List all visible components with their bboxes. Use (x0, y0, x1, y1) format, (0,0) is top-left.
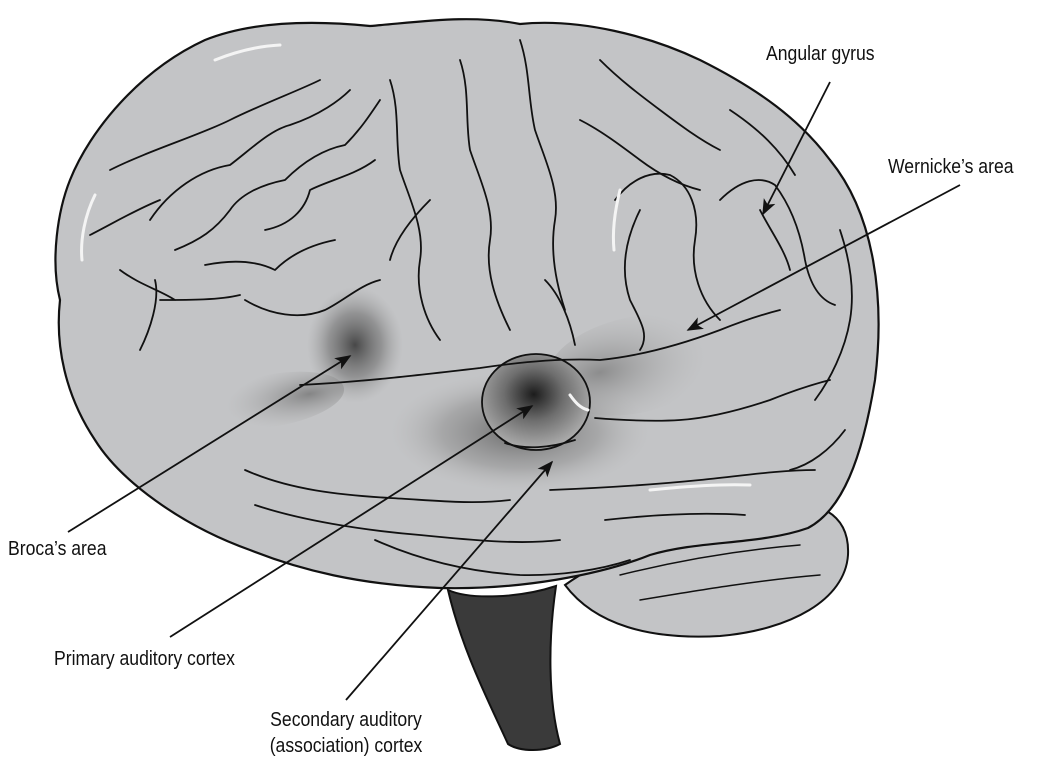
callout-lines (67, 81, 961, 701)
arrow-primary-auditory (169, 405, 534, 638)
arrow-wernicke (686, 184, 961, 331)
cerebrum (54, 18, 880, 590)
arrow-angular-gyrus (762, 81, 831, 216)
arrow-secondary-auditory (345, 460, 554, 701)
label-secondary-auditory-line1: Secondary auditory (270, 709, 422, 731)
label-broca-area: Broca’s area (8, 538, 107, 560)
arrow-broca (67, 355, 352, 533)
broca-shading (307, 287, 403, 403)
brain-folds (89, 39, 853, 601)
label-angular-gyrus: Angular gyrus (766, 43, 875, 65)
primary-auditory-shading (481, 353, 591, 451)
broca-tail-shading (205, 371, 345, 429)
brainstem (446, 584, 562, 751)
label-wernicke-area: Wernicke’s area (888, 156, 1014, 178)
label-secondary-auditory-line2: (association) cortex (269, 735, 423, 757)
highlights (80, 43, 752, 492)
label-primary-auditory-cortex: Primary auditory cortex (54, 648, 235, 670)
wernicke-shading (546, 314, 724, 416)
